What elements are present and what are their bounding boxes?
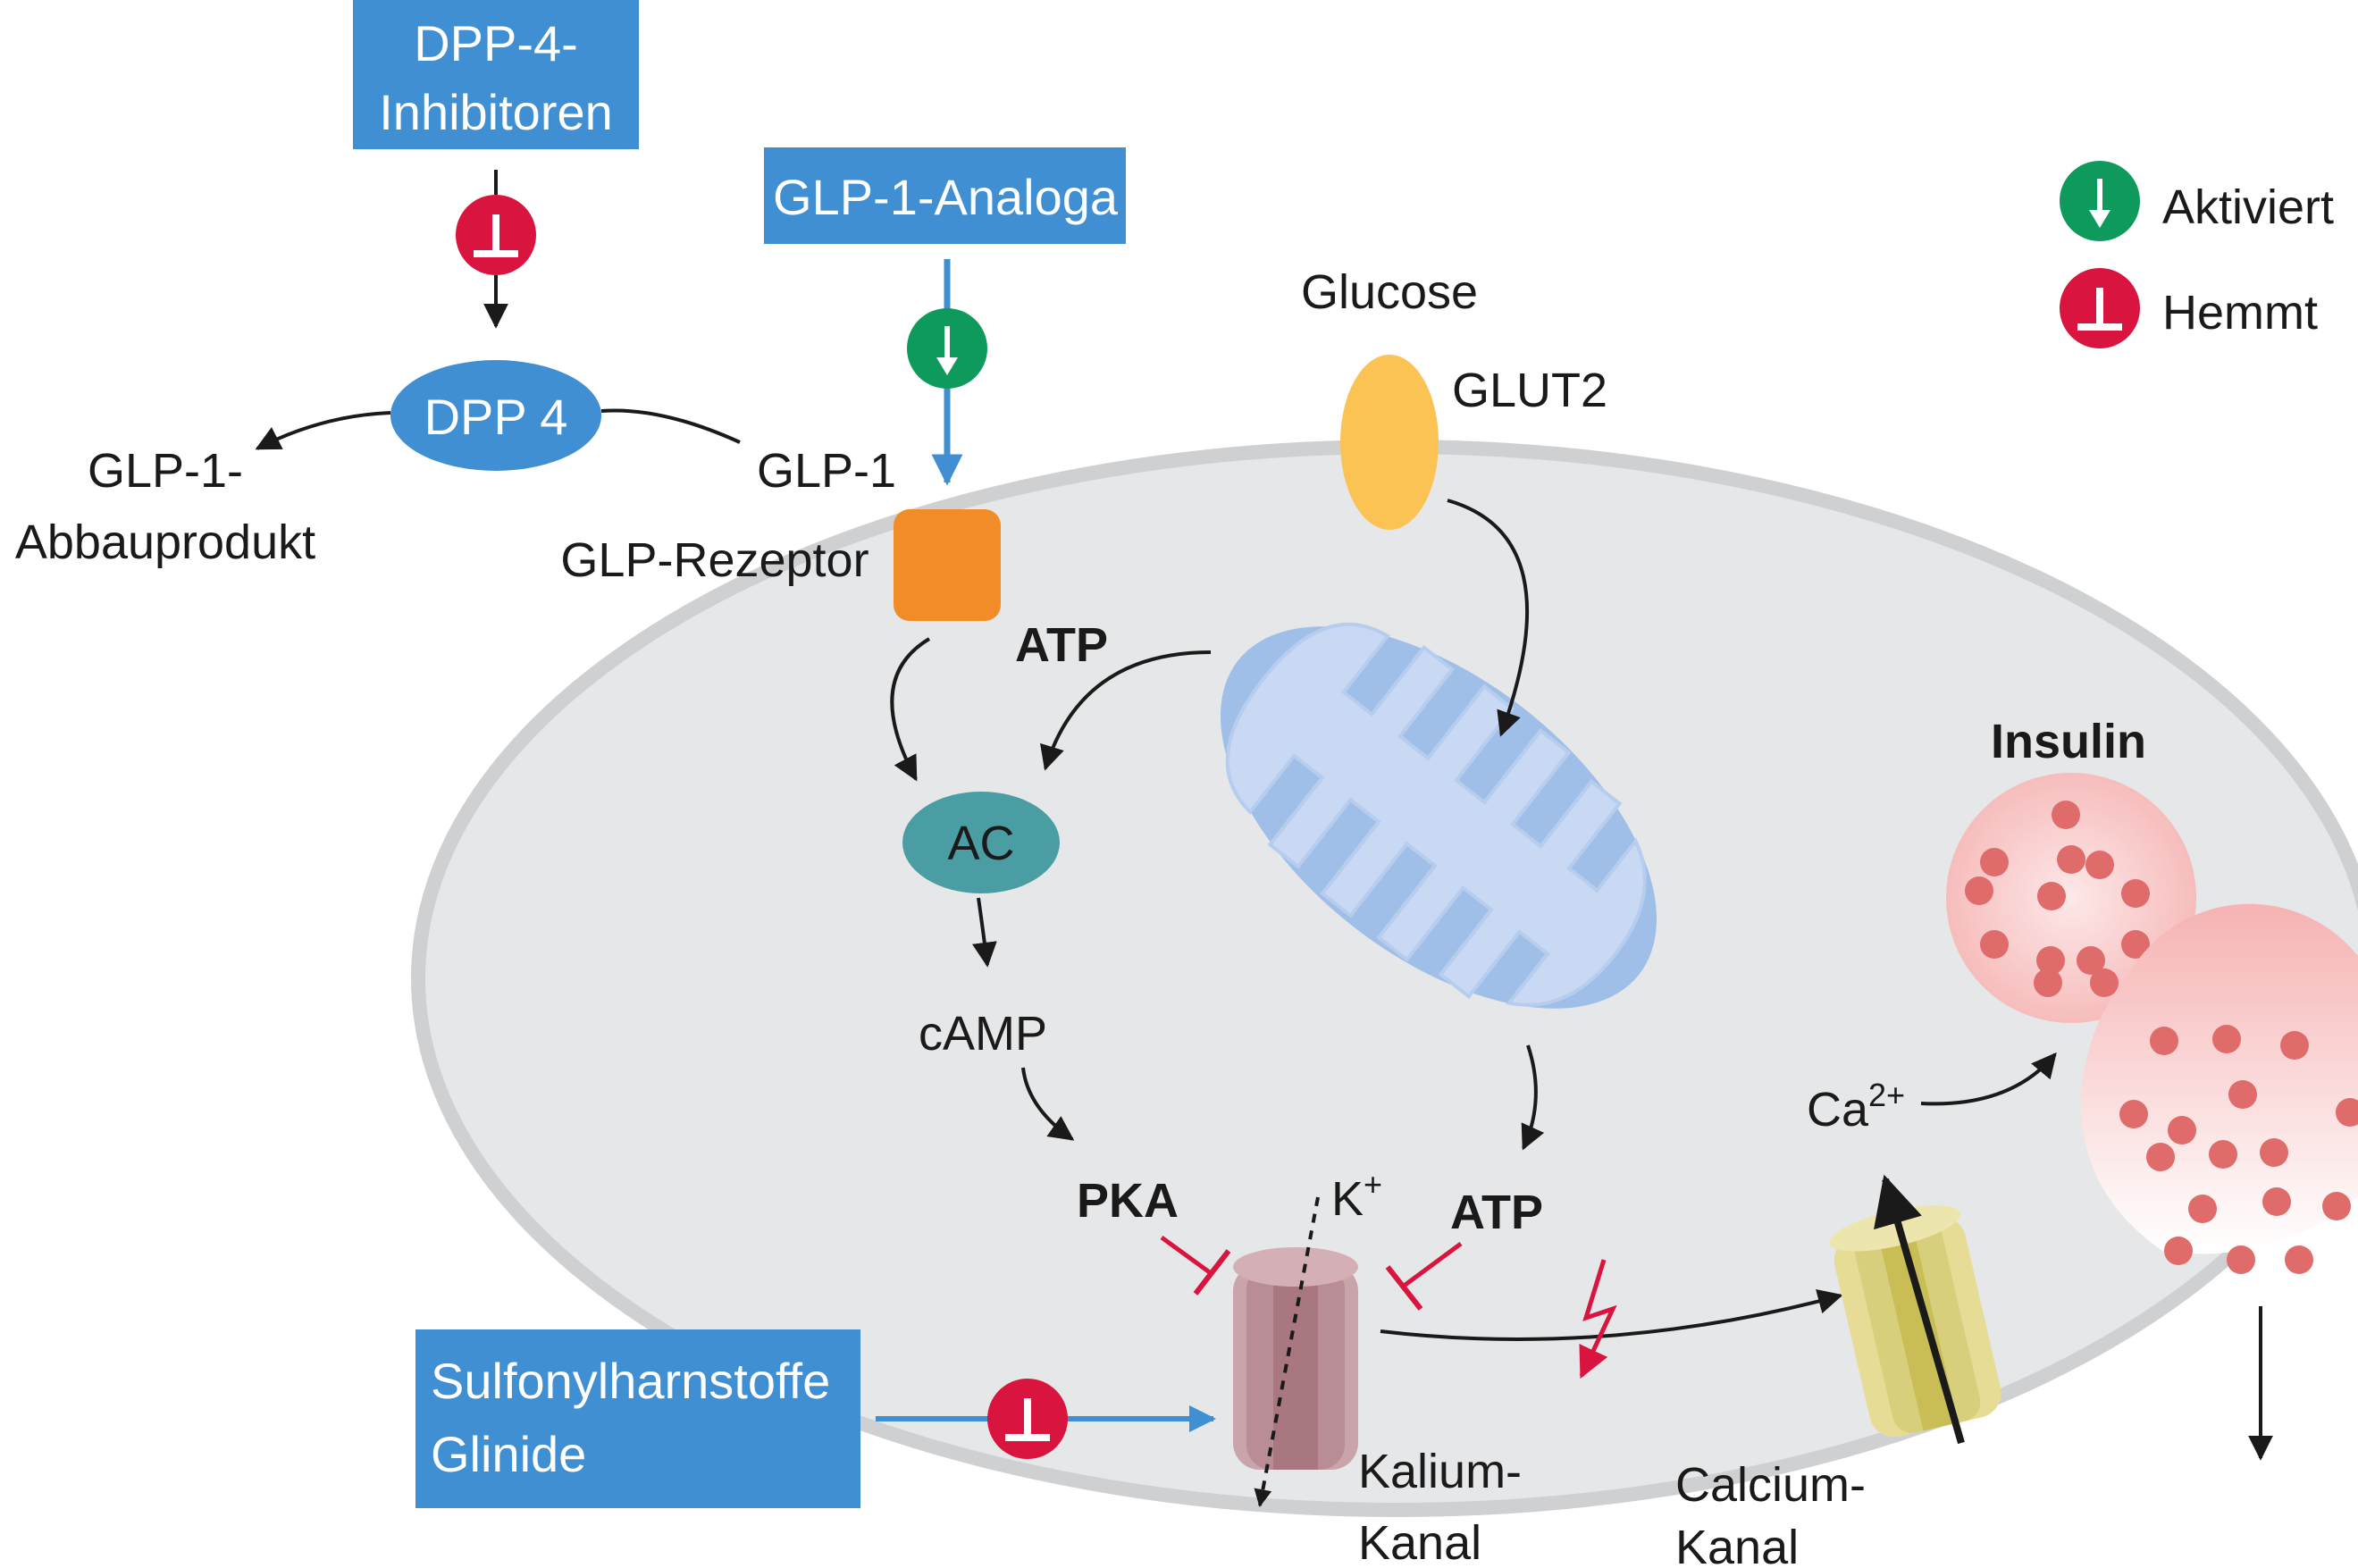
glp1-breakdown-line1: GLP-1- [88,444,243,498]
calcium-ion-base: Ca [1807,1083,1869,1136]
potassium-ion-base: K [1331,1172,1364,1226]
insulin-label: Insulin [1991,715,2146,768]
activate-icon [907,308,987,389]
potassium-ion-charge: + [1364,1166,1382,1203]
glinide-label: Glinide [431,1426,586,1482]
legend-activates: Aktiviert [2162,180,2334,234]
glp1-label: GLP-1 [757,444,896,498]
inhibit-icon [456,195,536,275]
insulin-vesicle-2 [2081,903,2358,1274]
mitochondrion [1220,622,1657,1009]
glucose-label: Glucose [1301,265,1478,319]
glp1-analoga-box: GLP-1-Analoga [764,147,1126,244]
dpp4-label: DPP 4 [424,389,568,445]
atp-top-label: ATP [1015,618,1108,672]
glut2-transporter [1340,355,1439,530]
dpp4-inhibitors-line2: Inhibitoren [379,84,613,140]
glp-receptor [894,509,1001,621]
camp-label: cAMP [919,1007,1047,1061]
inhibit-icon [987,1379,1068,1459]
dpp4-enzyme [390,360,601,471]
calcium-channel-label-line2: Kanal [1675,1521,1799,1568]
depolarization-icon [1579,1259,1617,1379]
calcium-ion-label: Ca2+ [1807,1077,1905,1136]
calcium-ion-charge: 2+ [1868,1077,1905,1113]
potassium-channel [1233,1247,1358,1470]
glp1-breakdown-line2: Abbauprodukt [15,516,315,569]
potassium-channel-label-line2: Kanal [1358,1516,1481,1568]
activate-icon [2060,161,2140,241]
glp1-analoga-label: GLP-1-Analoga [773,169,1119,225]
calcium-channel-label-line1: Calcium- [1675,1458,1866,1512]
potassium-channel-label-line1: Kalium- [1358,1445,1522,1498]
dpp4-inhibitors-box: DPP-4- Inhibitoren [353,0,639,149]
legend: Aktiviert Hemmt [2060,161,2334,348]
sulfonyl-label: Sulfonylharnstoffe [431,1353,830,1409]
calcium-channel [1829,1204,2001,1438]
ac-label: AC [947,817,1014,870]
glp-receptor-label: GLP-Rezeptor [560,533,869,587]
potassium-ion-label: K+ [1331,1166,1382,1226]
dpp4-inhibitors-line1: DPP-4- [414,15,578,71]
pka-label: PKA [1077,1174,1179,1228]
insulin-vesicle-1 [1946,773,2196,1023]
legend-inhibits: Hemmt [2162,286,2318,340]
glut2-label: GLUT2 [1452,364,1607,417]
sulfonyl-glinide-box: Sulfonylharnstoffe Glinide [415,1329,860,1508]
atp-bottom-label: ATP [1450,1186,1543,1239]
inhibit-icon [2060,268,2140,348]
adenylate-cyclase [902,792,1060,893]
